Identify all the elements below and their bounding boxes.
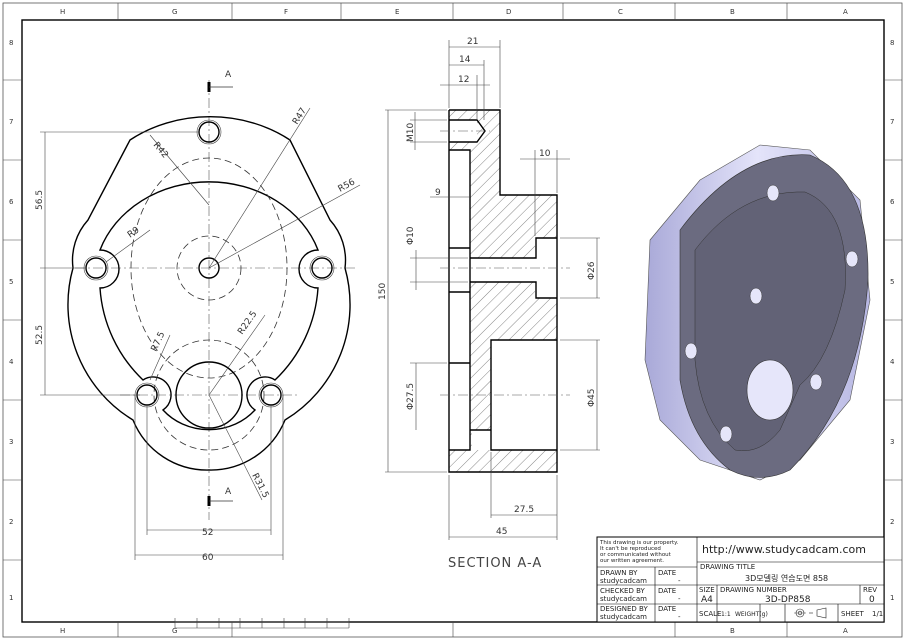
zone-label: 6: [9, 198, 14, 206]
row-labels-left: 8 7 6 5 4 3 2 1: [9, 39, 14, 602]
zone-label: 2: [9, 518, 13, 526]
date-label: DATE: [658, 605, 676, 613]
dim-56-5: 56.5: [35, 190, 45, 210]
zone-label: C: [618, 8, 623, 16]
size-label: SIZE: [699, 586, 715, 594]
drawing-number: 3D-DP858: [765, 595, 811, 605]
drawing-title-label: DRAWING TITLE: [700, 563, 755, 571]
dim-9: 9: [435, 188, 441, 198]
dim-52: 52: [202, 528, 213, 538]
zone-label: 2: [890, 518, 894, 526]
zone-label: B: [730, 8, 735, 16]
svg-text:A: A: [225, 487, 232, 497]
designed-by-value: studycadcam: [600, 613, 647, 621]
checked-by-label: CHECKED BY: [600, 587, 646, 595]
dim-21: 21: [467, 37, 478, 47]
zone-label: 1: [890, 594, 894, 602]
dim-45: 45: [496, 527, 507, 537]
dim-phi27-5: Φ27.5: [406, 383, 416, 410]
date-label: DATE: [658, 587, 676, 595]
notice-line: It can't be reproduced: [600, 546, 661, 552]
column-labels-bottom: H G B A: [60, 627, 848, 635]
checked-by-value: studycadcam: [600, 595, 647, 603]
rev-label: REV: [863, 586, 877, 594]
dim-r47: R47: [291, 106, 309, 126]
rev-value: 0: [869, 595, 875, 605]
zone-label: 4: [890, 358, 895, 366]
zone-label: 7: [9, 118, 13, 126]
date-value: -: [678, 613, 681, 621]
svg-text:A: A: [225, 70, 232, 80]
zone-label: B: [730, 627, 735, 635]
weight-value: -: [753, 610, 756, 618]
dim-14: 14: [459, 55, 471, 65]
dim-phi26: Φ26: [587, 261, 597, 280]
company-url: http://www.studycadcam.com: [702, 543, 866, 556]
dim-phi10: Φ10: [406, 226, 416, 245]
zone-label: 7: [890, 118, 894, 126]
dim-12: 12: [458, 75, 469, 85]
zone-label: 5: [9, 278, 13, 286]
date-value: -: [678, 577, 681, 585]
section-title: SECTION A-A: [448, 556, 542, 571]
zone-label: H: [60, 8, 65, 16]
dim-150: 150: [378, 283, 388, 300]
notice-line: This drawing is our property.: [599, 540, 679, 546]
dim-r31-5: R31.5: [249, 472, 270, 500]
drawn-by-value: studycadcam: [600, 577, 647, 585]
dim-27-5: 27.5: [514, 505, 534, 515]
dim-10: 10: [539, 149, 551, 159]
weight-label: WEIGHT(g): [735, 611, 768, 618]
notice-line: or communicated without: [600, 552, 672, 558]
scale-ruler: [174, 618, 350, 629]
dim-r9: R9: [126, 225, 142, 240]
sheet-value: 1/1: [872, 610, 883, 618]
drawing-number-label: DRAWING NUMBER: [720, 586, 787, 594]
column-labels-top: H G F E D C B A: [60, 8, 848, 16]
designed-by-label: DESIGNED BY: [600, 605, 648, 613]
zone-label: 6: [890, 198, 895, 206]
notice-line: our written agreement.: [600, 558, 664, 564]
zone-label: E: [395, 8, 399, 16]
zone-label: A: [843, 627, 848, 635]
zone-label: 5: [890, 278, 894, 286]
section-mark-bottom: A: [207, 487, 233, 506]
sheet-label: SHEET: [841, 610, 865, 618]
date-value: -: [678, 595, 681, 603]
dim-52-5: 52.5: [35, 325, 45, 345]
dim-r7-5: R7.5: [150, 330, 168, 353]
dim-60: 60: [202, 553, 214, 563]
dim-m10: M10: [406, 123, 416, 142]
row-labels-right: 8 7 6 5 4 3 2 1: [890, 39, 895, 602]
zone-label: 3: [9, 438, 13, 446]
dim-r42: R42: [151, 141, 170, 161]
zone-label: A: [843, 8, 848, 16]
front-view: A A 56.5 52.5: [35, 70, 361, 563]
zone-label: G: [172, 8, 177, 16]
zone-label: D: [506, 8, 511, 16]
dim-r22-5: R22.5: [236, 309, 259, 336]
date-label: DATE: [658, 569, 676, 577]
zone-label: F: [284, 8, 288, 16]
zone-label: 8: [9, 39, 13, 47]
section-view: 21 14 12 M10 9 10 150 Φ10 Φ26 Φ27.5 Φ45 …: [378, 37, 600, 571]
zone-label: G: [172, 627, 177, 635]
zone-label: 3: [890, 438, 894, 446]
projection-symbol-icon: [794, 607, 827, 619]
isometric-model: [644, 144, 871, 481]
zone-label: 4: [9, 358, 14, 366]
scale-label: SCALE: [699, 610, 721, 618]
zone-label: 1: [9, 594, 13, 602]
dim-phi45: Φ45: [587, 388, 597, 407]
size-value: A4: [701, 595, 713, 605]
bore-hole: [746, 359, 794, 421]
section-mark-top: A: [207, 70, 233, 92]
drawn-by-label: DRAWN BY: [600, 569, 638, 577]
scale-value: 1:1: [721, 611, 731, 618]
zone-label: H: [60, 627, 65, 635]
drawing-title: 3D모델링 연습도면 858: [745, 573, 828, 583]
title-block: This drawing is our property. It can't b…: [596, 536, 885, 623]
zone-label: 8: [890, 39, 894, 47]
